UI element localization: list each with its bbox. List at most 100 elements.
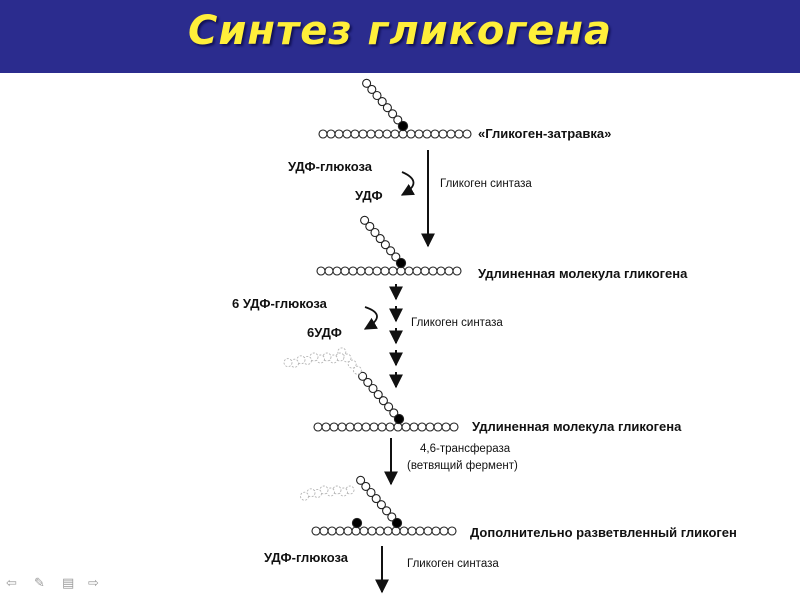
glucose-residue	[415, 526, 425, 536]
glucose-residue	[367, 526, 377, 536]
branch-point	[351, 517, 363, 529]
glucose-residue	[399, 526, 409, 536]
prev-slide-icon[interactable]: ⇦	[6, 575, 17, 590]
new-residue	[296, 355, 306, 365]
elongated-glycogen-label-1: Удлиненная молекула гликогена	[478, 266, 688, 281]
glucose-residue	[436, 266, 446, 276]
glucose-residue	[365, 221, 375, 231]
glucose-residue	[409, 422, 419, 432]
glucose-residue	[387, 512, 397, 522]
udp-glucose-label-1: УДФ-глюкоза	[288, 159, 373, 174]
glucose-residue	[372, 266, 382, 276]
glucose-residue	[438, 129, 448, 139]
glucose-residue	[360, 215, 370, 225]
title-bar	[0, 0, 800, 73]
glucose-residue	[380, 266, 390, 276]
glucose-residue	[391, 526, 401, 536]
glucose-residue	[366, 129, 376, 139]
pen-icon[interactable]: ✎	[34, 575, 45, 590]
glucose-residue	[343, 526, 353, 536]
glucose-residue	[356, 475, 366, 485]
glucose-residue	[337, 422, 347, 432]
glucose-residue	[375, 234, 385, 244]
curved-arrow-2	[363, 306, 378, 330]
new-residue	[352, 365, 362, 375]
glucose-residue	[351, 526, 361, 536]
glucose-residue	[376, 500, 386, 510]
glucose-residue	[389, 408, 399, 418]
udp-label-2: 6УДФ	[307, 325, 342, 340]
glucose-residue	[373, 390, 383, 400]
glycogen-synthase-label-2: Гликоген синтаза	[411, 317, 503, 329]
glucose-residue	[372, 90, 382, 101]
glucose-residue	[369, 422, 379, 432]
glucose-residue	[348, 266, 358, 276]
glucose-residue	[391, 252, 401, 262]
glucose-residue	[366, 487, 376, 498]
glucose-residue	[327, 526, 337, 536]
glucose-residue	[334, 129, 344, 139]
glucose-residue	[316, 266, 326, 276]
glucose-residue	[370, 227, 380, 238]
glucose-residue	[350, 129, 360, 139]
glucose-residue	[374, 129, 384, 139]
new-residue	[283, 358, 293, 368]
glycogen-synthase-label-1: Гликоген синтаза	[440, 178, 532, 190]
glycogen-synthase-label-3: Гликоген синтаза	[407, 558, 499, 570]
glucose-residue	[447, 526, 457, 536]
glucose-residue	[382, 103, 392, 113]
glucose-residue	[377, 422, 387, 432]
glucose-residue	[353, 422, 363, 432]
udp-label-1: УДФ	[355, 188, 383, 203]
glucose-residue	[385, 422, 395, 432]
glucose-residue	[420, 266, 430, 276]
glucose-residue	[422, 129, 432, 139]
glucose-residue	[361, 481, 371, 491]
glucose-residue	[449, 422, 459, 432]
glucose-residue	[398, 129, 408, 139]
glycogen-molecules	[283, 78, 472, 536]
glucose-residue	[380, 240, 390, 250]
glucose-residue	[428, 266, 438, 276]
branching-enzyme-label: (ветвящий фермент)	[407, 460, 518, 472]
glucose-residue	[423, 526, 433, 536]
glucose-residue	[358, 371, 368, 381]
glucose-residue	[324, 266, 334, 276]
branch-point	[395, 257, 407, 269]
glucose-residue	[462, 129, 472, 139]
glucose-residue	[441, 422, 451, 432]
glucose-residue	[393, 115, 403, 125]
glucose-residue	[359, 526, 369, 536]
glucose-residue	[407, 526, 417, 536]
new-residue	[309, 352, 319, 362]
menu-icon[interactable]: ▤	[62, 575, 75, 590]
elongated-glycogen-label-2: Удлиненная молекула гликогена	[472, 419, 682, 434]
glucose-residue	[329, 422, 339, 432]
glucose-residue	[417, 422, 427, 432]
glucose-residue	[439, 526, 449, 536]
new-residue	[347, 359, 357, 369]
transferase-label: 4,6-трансфераза	[420, 443, 511, 455]
glucose-residue	[362, 78, 372, 88]
next-slide-icon[interactable]: ⇨	[88, 575, 99, 590]
glucose-residue	[342, 129, 352, 139]
glucose-residue	[396, 266, 406, 276]
glucose-residue	[363, 377, 373, 387]
glucose-residue	[375, 526, 385, 536]
glucose-residue	[319, 526, 329, 536]
glucose-residue	[390, 129, 400, 139]
glucose-residue	[388, 266, 398, 276]
glucose-residue	[444, 266, 454, 276]
branched-glycogen-label: Дополнительно разветвленный гликоген	[470, 525, 737, 540]
udp-glucose-label-3: УДФ-глюкоза	[264, 550, 349, 565]
branch-point	[391, 517, 403, 529]
glucose-residue	[452, 266, 462, 276]
glucose-residue	[321, 422, 331, 432]
new-residue	[300, 491, 309, 501]
branch-point	[397, 120, 409, 132]
glucose-residue	[406, 129, 416, 139]
glucose-residue	[313, 422, 323, 432]
glucose-residue	[386, 246, 396, 256]
glucose-residue	[384, 402, 394, 412]
